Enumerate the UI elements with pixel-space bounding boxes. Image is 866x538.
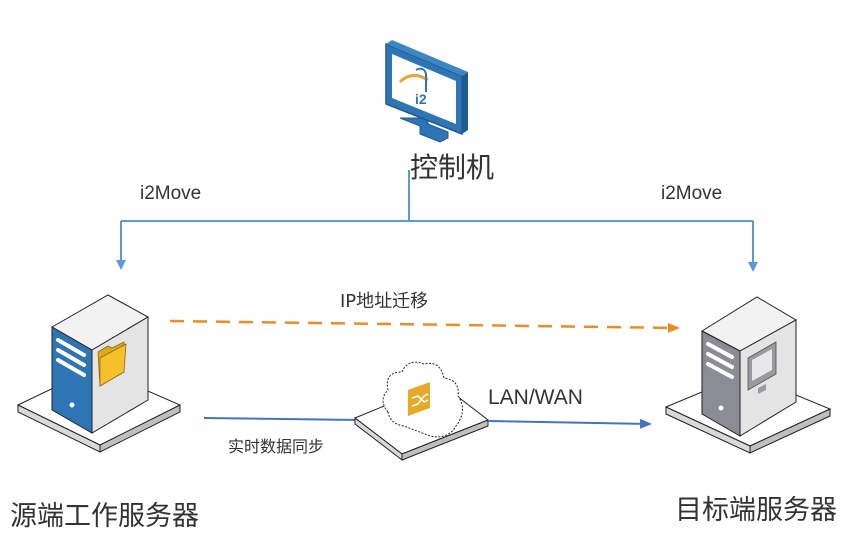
ip-migration-label: IP地址迁移 — [340, 291, 429, 312]
target-server-label: 目标端服务器 — [675, 495, 837, 526]
lan-wan-label: LAN/WAN — [488, 386, 583, 409]
i2move-right-label: i2Move — [661, 183, 723, 204]
source-server-label: 源端工作服务器 — [10, 501, 199, 532]
data-sync-line — [203, 417, 361, 421]
lan-wan-arrow — [487, 418, 652, 429]
data-sync-label: 实时数据同步 — [228, 437, 325, 456]
switch-icon — [408, 382, 430, 416]
ip-migration-arrow — [169, 319, 680, 333]
cloud-network-icon — [354, 361, 490, 462]
target-server-icon — [664, 296, 832, 454]
monitor-icon — [747, 341, 777, 394]
controller-connector-lines — [116, 170, 758, 272]
controller-label: 控制机 — [410, 151, 495, 184]
controller-monitor-icon: i2 — [385, 40, 468, 143]
i2move-left-label: i2Move — [140, 183, 202, 204]
folder-icon — [97, 341, 127, 387]
svg-text:i2: i2 — [415, 91, 427, 107]
source-server-icon — [16, 294, 182, 453]
